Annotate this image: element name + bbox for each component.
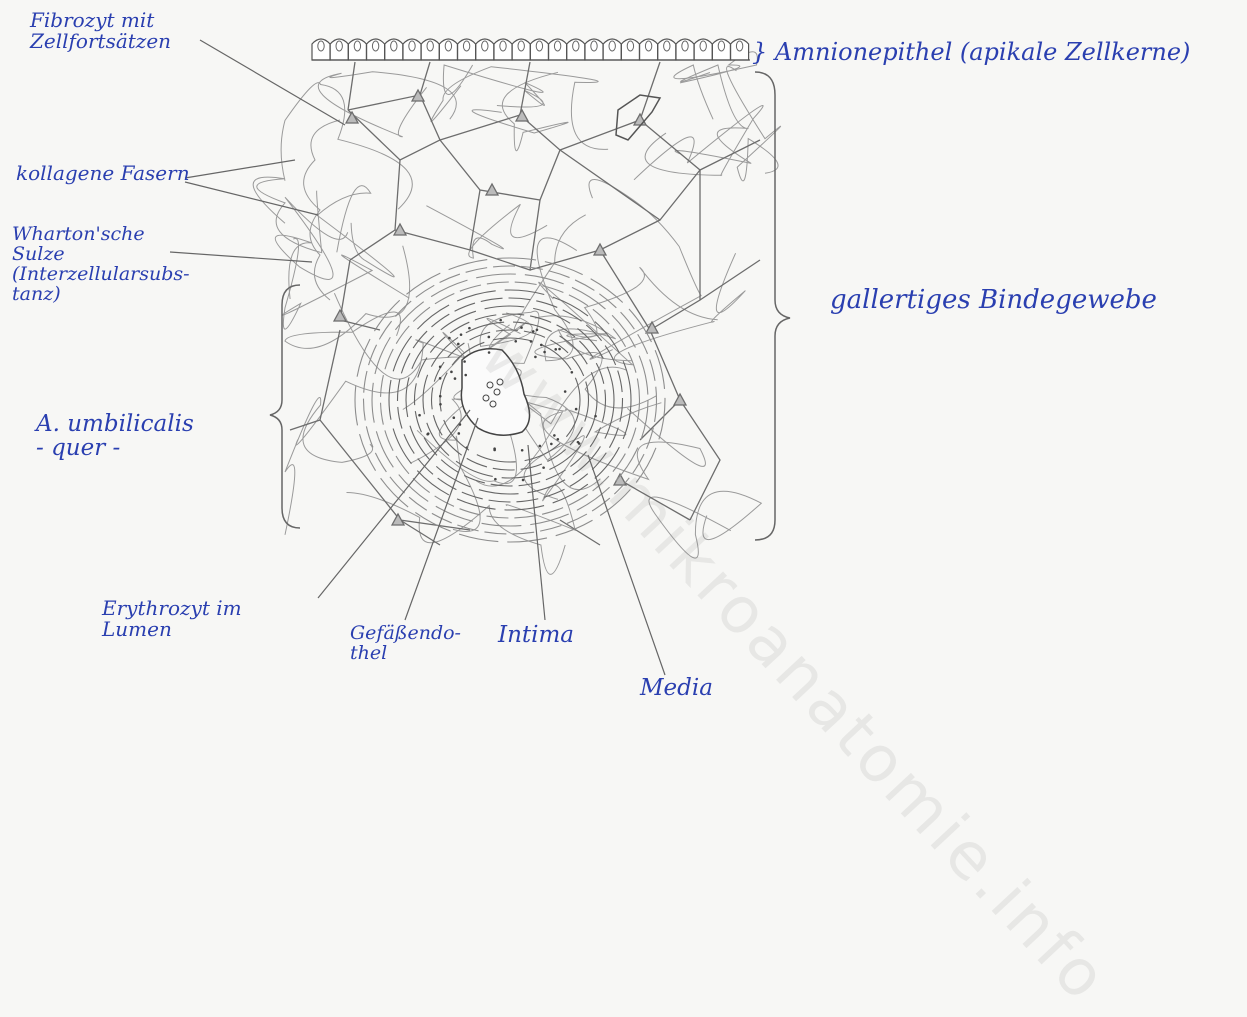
epithelial-cell (585, 39, 603, 60)
intima-speck (494, 478, 497, 481)
collagen-fiber (675, 65, 751, 163)
intima-speck (450, 371, 453, 374)
intima-speck (463, 360, 466, 363)
epithelial-cell (494, 39, 512, 60)
intima-speck (554, 348, 557, 351)
wharton-jelly-outline (304, 120, 340, 300)
epithelial-cell (731, 39, 749, 60)
intima-speck (460, 333, 463, 336)
label-wharton-sulze: Wharton'sche Sulze (Interzellularsubs- t… (12, 225, 190, 305)
intima-speck (457, 432, 460, 435)
label-arteria-umbilicalis: A. umbilicalis - quer - (36, 412, 194, 460)
intima-speck (418, 414, 421, 417)
intima-speck (522, 479, 525, 482)
intima-speck (452, 416, 455, 419)
label-intima: Intima (498, 623, 574, 647)
label-amnionepithel: } Amnionepithel (apikale Zellkerne) (752, 40, 1190, 65)
brace-arteria-umbilicalis (270, 285, 300, 528)
leader-line (170, 252, 312, 262)
brace-gallertiges-bindegewebe (755, 72, 790, 540)
intima-speck (488, 336, 491, 339)
collagen-fiber (275, 197, 347, 299)
intima-speck (457, 343, 460, 346)
label-fibrozyt: Fibrozyt mit Zellfortsätzen (30, 10, 171, 52)
intima-speck (439, 403, 442, 406)
epithelial-cell (694, 39, 712, 60)
label-gefaessendothel: Gefäßendo- thel (350, 624, 461, 664)
fibrocyte-nucleus (392, 514, 404, 525)
epithelial-cell (439, 39, 457, 60)
intima-speck (426, 433, 429, 436)
intima-speck (493, 449, 496, 452)
intima-speck (439, 395, 442, 398)
epithelial-cell (421, 39, 439, 60)
intima-speck (499, 319, 502, 322)
epithelial-cell (621, 39, 639, 60)
collagen-fiber (317, 186, 394, 277)
intima-speck (439, 377, 442, 380)
epithelial-cell (512, 39, 530, 60)
epithelial-cell (312, 39, 330, 60)
fibrocyte-nucleus (486, 184, 498, 195)
leader-line (185, 160, 295, 178)
epithelial-cell (476, 39, 494, 60)
label-erythrozyt: Erythrozyt im Lumen (102, 598, 242, 640)
fibrocyte-process (348, 62, 440, 160)
epithelial-cell (385, 39, 403, 60)
fibrocyte-nucleus (594, 244, 606, 255)
collagen-fiber (431, 67, 608, 150)
intima-speck (464, 374, 467, 377)
epithelial-cell (403, 39, 421, 60)
fibrocyte-nucleus (412, 90, 424, 101)
epithelial-cell (658, 39, 676, 60)
fibrocyte-nucleus (674, 394, 686, 405)
intima-speck (542, 466, 545, 469)
epithelial-cell (549, 39, 567, 60)
intima-speck (448, 337, 451, 340)
collagen-fiber (318, 72, 456, 137)
intima-speck (536, 328, 539, 331)
epithelial-cell (567, 39, 585, 60)
epithelial-cell (458, 39, 476, 60)
epithelial-cell (640, 39, 658, 60)
intima-speck (571, 371, 574, 374)
epithelial-cell (530, 39, 548, 60)
epithelial-cell (330, 39, 348, 60)
epithelial-cell (367, 39, 385, 60)
fibrocyte-nucleus (634, 114, 646, 125)
leader-line (185, 182, 318, 215)
intima-speck (439, 365, 442, 368)
fibrocyte-process (350, 160, 540, 270)
epithelial-cell (712, 39, 730, 60)
intima-speck (468, 327, 471, 330)
collagen-fiber (674, 52, 758, 120)
intima-speck (454, 377, 457, 380)
intima-speck (558, 348, 561, 351)
amnion-epithelium (312, 39, 750, 60)
epithelial-cell (676, 39, 694, 60)
epithelial-cell (348, 39, 366, 60)
label-media: Media (640, 676, 713, 700)
collagen-fiber (426, 204, 547, 258)
intima-speck (521, 449, 524, 452)
collagen-fiber (285, 397, 373, 534)
epithelial-cell (603, 39, 621, 60)
label-kollagene-fasern: kollagene Fasern (16, 163, 190, 184)
collagen-fiber (347, 492, 566, 574)
collagen-fiber (281, 83, 412, 209)
label-gallertiges-bindegewebe: gallertiges Bindegewebe (830, 287, 1157, 314)
